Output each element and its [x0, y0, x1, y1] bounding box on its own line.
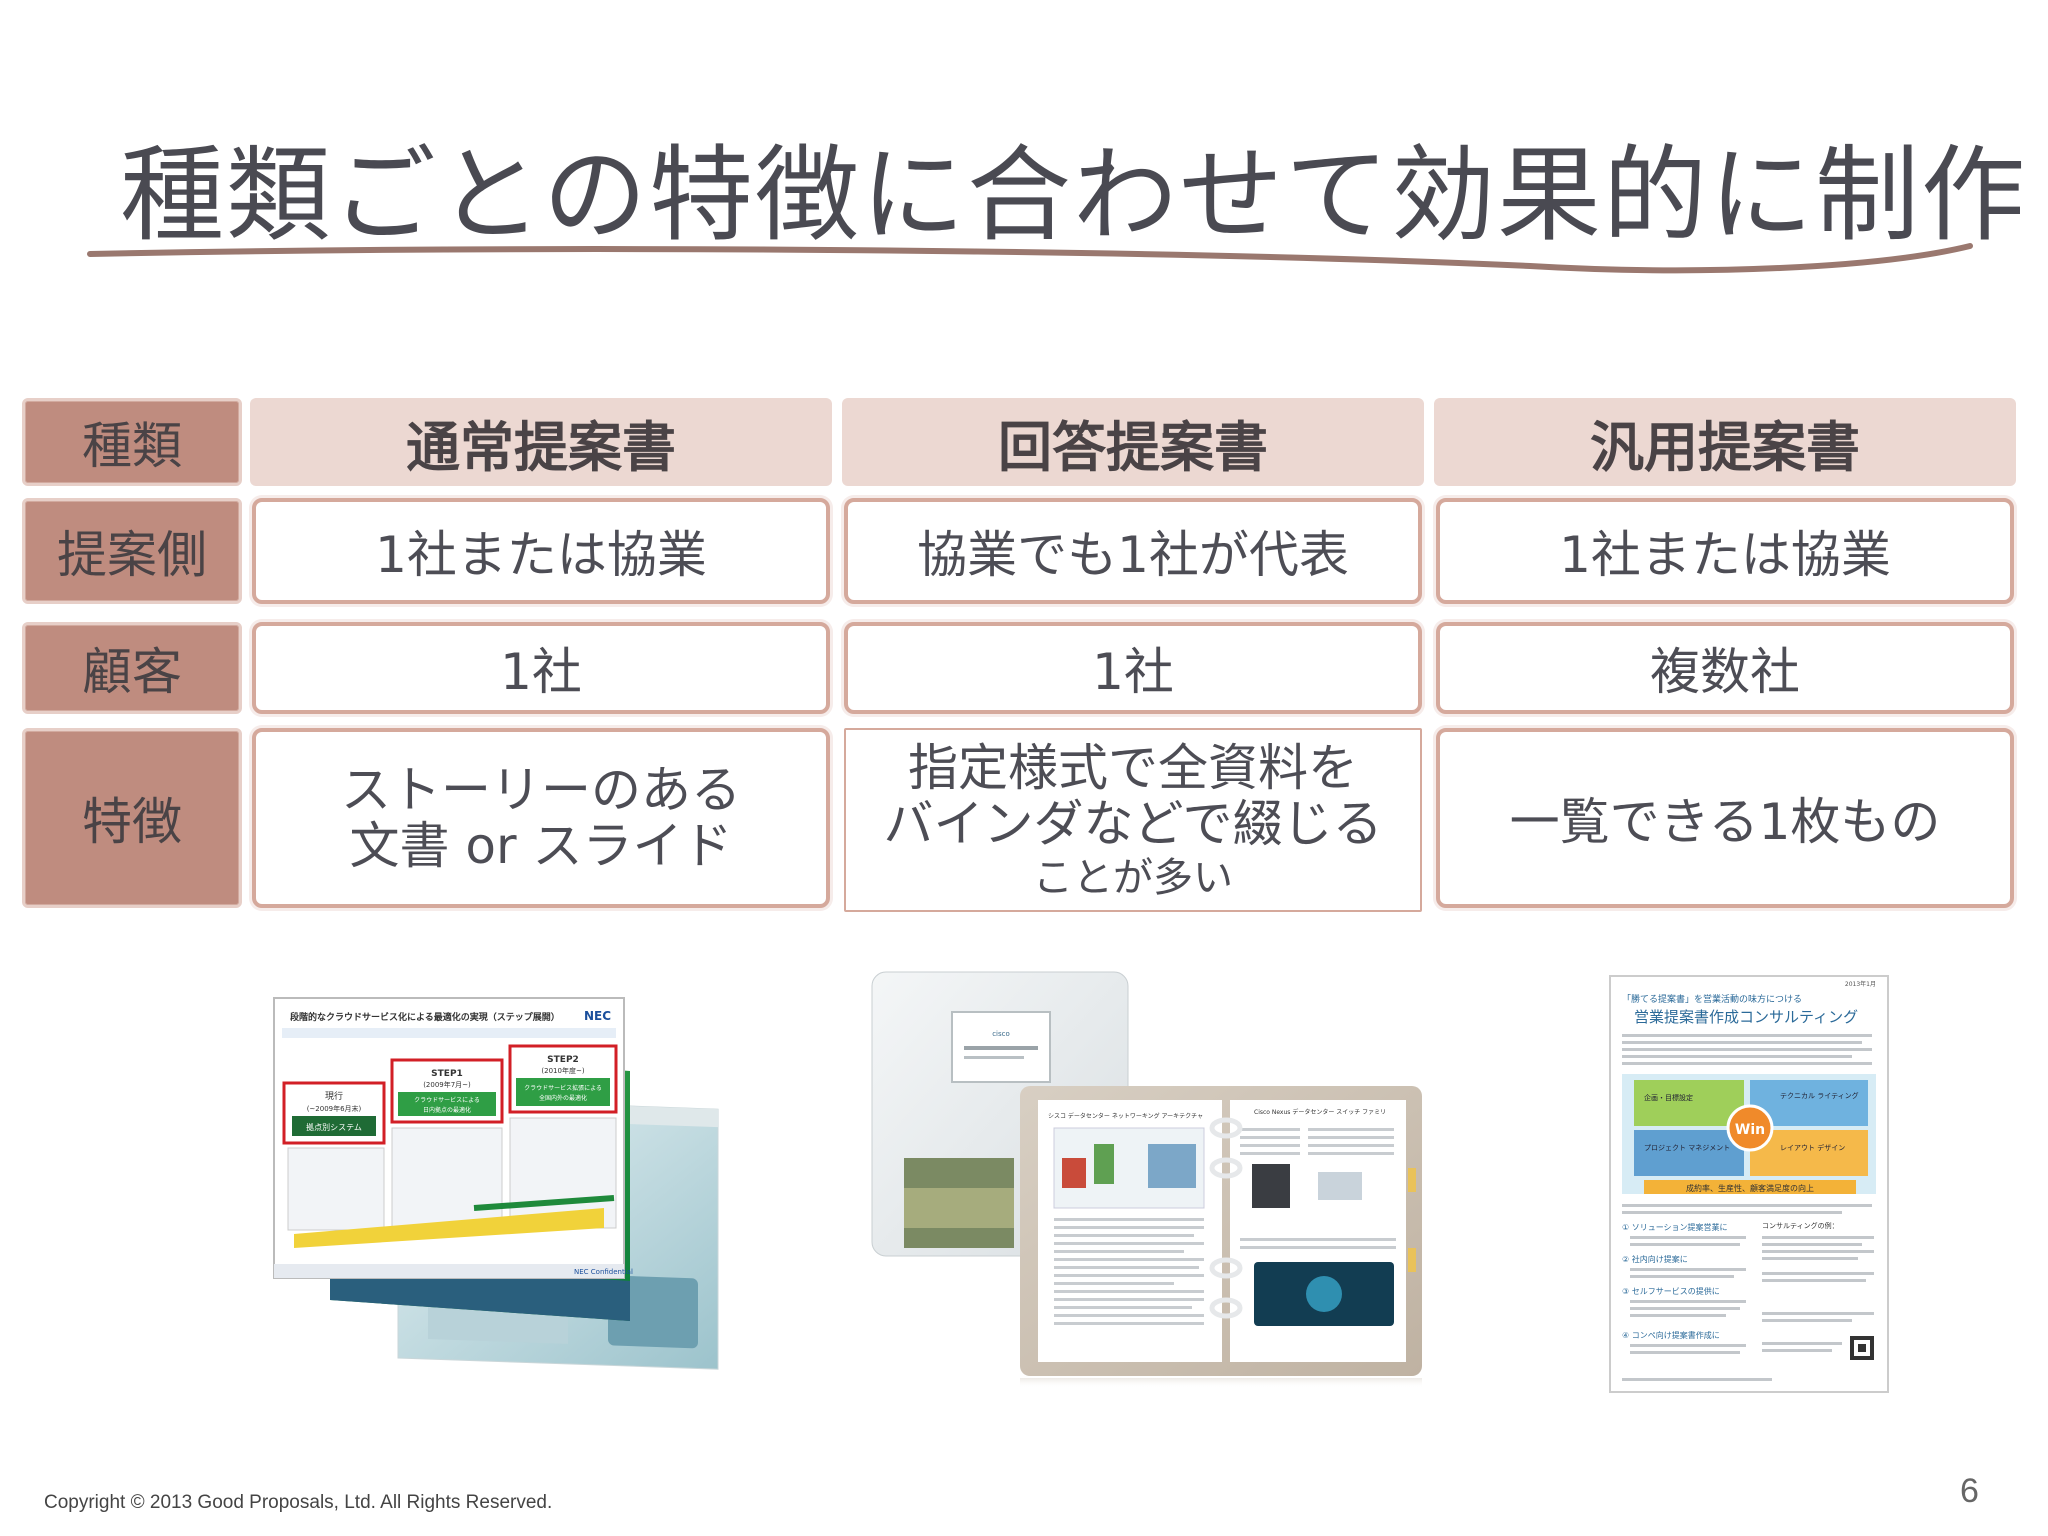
- binder-right-heading: Cisco Nexus データセンター スイッチ ファミリ: [1254, 1108, 1386, 1116]
- front-slide-heading: 段階的なクラウドサービス化による最適化の実現（ステップ展開）: [290, 1011, 560, 1023]
- page-number: 6: [1960, 1472, 1979, 1510]
- step2-sub-label: (2010年度~): [541, 1066, 584, 1075]
- current-box-label: 拠点別システム: [306, 1122, 362, 1132]
- flyer-side-heading: コンサルティングの例：: [1762, 1221, 1839, 1230]
- step1-label: STEP1: [431, 1069, 463, 1079]
- cell-customer-normal: 1社: [252, 622, 830, 714]
- flyer-illustration: 2013年1月 「勝てる提案書」を営業活動の味方につける 営業提案書作成コンサル…: [1609, 975, 1889, 1393]
- column-header-general: 汎用提案書: [1434, 398, 2016, 486]
- confidential-label: NEC Confidential: [574, 1268, 633, 1276]
- cell-customer-general: 複数社: [1436, 622, 2014, 714]
- flyer-kicker: 「勝てる提案書」を営業活動の味方につける: [1622, 993, 1802, 1005]
- nec-logo-text: NEC: [584, 1009, 611, 1023]
- feature-normal-line-1: ストーリーのある: [341, 761, 741, 819]
- flyer-quad-1: 企画・目標設定: [1644, 1093, 1693, 1102]
- title-underline: [87, 243, 1973, 274]
- flyer-date: 2013年1月: [1845, 980, 1876, 988]
- row-header-type: 種類: [22, 398, 242, 486]
- copyright-footer: Copyright © 2013 Good Proposals, Ltd. Al…: [44, 1492, 553, 1513]
- flyer-item-3: ③ セルフサービスの提供に: [1622, 1286, 1720, 1296]
- binder-illustration: cisco シスコ データセンター ネットワーキング アーキテクチャ Cisco…: [871, 971, 1422, 1388]
- cell-feature-answer: 指定様式で全資料を バインダなどで綴じる ことが多い: [844, 728, 1422, 912]
- current-sub-label: (~2009年6月末): [307, 1104, 362, 1113]
- flyer-item-2: ② 社内向け提案に: [1622, 1254, 1688, 1264]
- current-label: 現行: [325, 1090, 343, 1102]
- step1-green-line-1: クラウドサービスによる: [414, 1096, 480, 1104]
- column-header-normal: 通常提案書: [250, 398, 832, 486]
- binder-cover-brand: cisco: [992, 1030, 1010, 1038]
- flyer-item-1: ① ソリューション提案営業に: [1622, 1222, 1728, 1232]
- flyer-item-4: ④ コンペ向け提案書作成に: [1622, 1330, 1720, 1340]
- column-header-answer: 回答提案書: [842, 398, 1424, 486]
- cell-customer-answer: 1社: [844, 622, 1422, 714]
- row-header-feature: 特徴: [22, 728, 242, 908]
- row-header-customer: 顧客: [22, 622, 242, 714]
- step2-label: STEP2: [547, 1055, 579, 1065]
- binder-left-heading: シスコ データセンター ネットワーキング アーキテクチャ: [1048, 1112, 1203, 1120]
- flyer-quad-4: レイアウト デザイン: [1780, 1143, 1845, 1152]
- flyer-quad-2: テクニカル ライティング: [1780, 1091, 1859, 1100]
- feature-normal-line-2: 文書 or スライド: [349, 817, 733, 875]
- proposal-slides-illustration: 提案 段階的なクラウドサービス化による最適化の実現（ステップ展開） NEC 現行…: [273, 997, 719, 1370]
- feature-answer-note: ことが多い: [1033, 854, 1233, 901]
- flyer-center-win: Win: [1735, 1122, 1765, 1138]
- cell-feature-normal: ストーリーのある 文書 or スライド: [252, 728, 830, 908]
- flyer-title: 営業提案書作成コンサルティング: [1634, 1008, 1858, 1026]
- row-header-proposer: 提案側: [22, 498, 242, 604]
- feature-answer-line-2: バインダなどで綴じる: [883, 794, 1383, 853]
- step2-green-line-2: 全国内外の最適化: [539, 1094, 587, 1102]
- cell-proposer-answer: 協業でも1社が代表: [844, 498, 1422, 604]
- cell-proposer-general: 1社または協業: [1436, 498, 2014, 604]
- flyer-bar: 成約率、生産性、顧客満足度の向上: [1686, 1183, 1814, 1193]
- step2-green-line-1: クラウドサービス拡張による: [524, 1084, 602, 1092]
- flyer-quad-3: プロジェクト マネジメント: [1644, 1144, 1730, 1152]
- slide-title: 種類ごとの特徴に合わせて効果的に制作: [120, 134, 2027, 256]
- step1-sub-label: (2009年7月~): [423, 1080, 471, 1089]
- cell-feature-general: 一覧できる1枚もの: [1436, 728, 2014, 908]
- step1-green-line-2: 日内拠点の最適化: [423, 1106, 471, 1114]
- feature-answer-line-1: 指定様式で全資料を: [908, 738, 1358, 797]
- cell-proposer-normal: 1社または協業: [252, 498, 830, 604]
